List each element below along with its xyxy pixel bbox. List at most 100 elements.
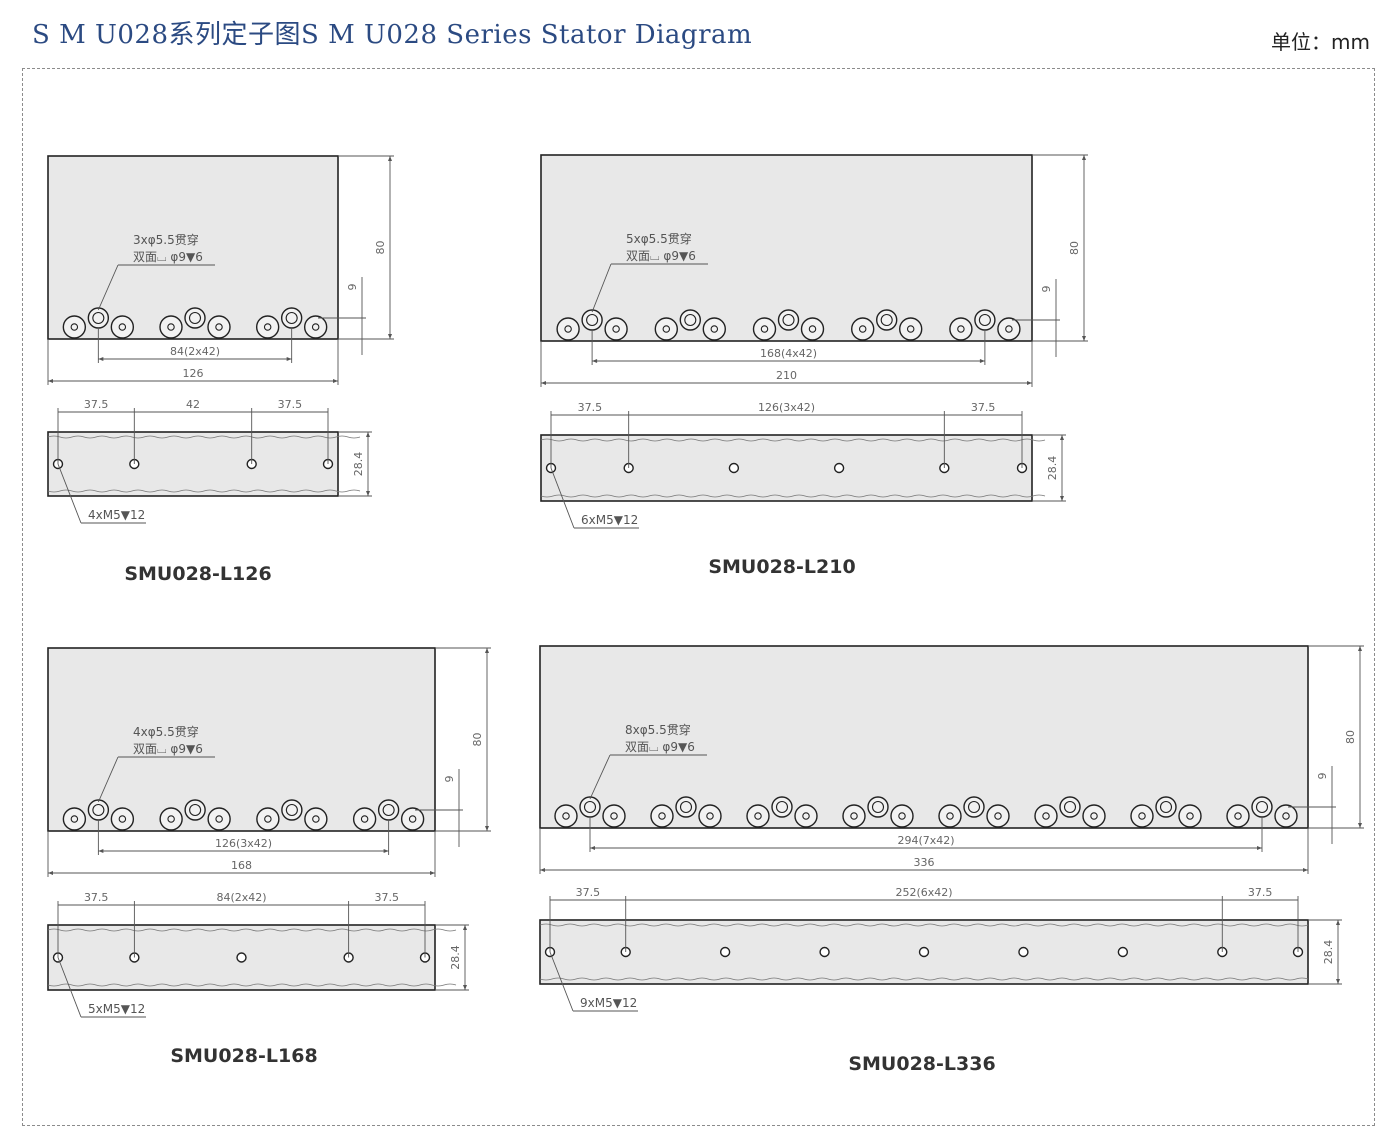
tap-note-text: 5xM5▼12 [88,1002,145,1016]
hole-note-line2: 双面⌴ φ9▼6 [133,250,203,264]
stator-side-view [47,431,339,497]
pitch-dim-text: 126(3x42) [215,837,272,850]
lamination-edge [47,983,457,987]
through-hole [1063,800,1077,814]
tapped-hole [1117,946,1129,958]
counterbore-hole [281,799,303,821]
through-hole [782,313,795,327]
through-hole [1255,800,1269,814]
coil-ring [899,317,923,341]
thickness-dim-text: 28.4 [1322,940,1335,965]
coil-center [850,812,858,820]
coil-ring [256,807,280,831]
counterbore-hole [771,796,793,818]
pitch-dim-text: 84(2x42) [170,345,220,358]
pitch-dim-line-arrow-start [592,359,598,363]
pitch-dim-line-arrow-end [286,357,292,361]
coil-ring [255,315,280,339]
through-hole [1159,800,1173,814]
middle-dim-text: 126(3x42) [758,401,815,414]
length-dim-line-arrow-start [541,381,546,385]
leader-line [97,264,119,311]
coil-ring [1082,804,1106,828]
tapped-hole [719,946,731,958]
height-dim-line-arrow-start [1358,646,1362,651]
counterbore-hole [867,796,889,818]
height-dim-line-arrow-end [485,826,489,831]
coil-center [1090,812,1098,820]
coil-center [118,323,127,331]
through-hole [285,311,298,325]
coil-center [710,325,719,333]
counterbore-hole [377,799,400,821]
leader-line [589,754,611,800]
coil-ring [794,804,818,828]
length-dim-line-arrow-end [430,871,435,875]
coil-center [610,812,618,820]
coil-center [1138,812,1146,820]
page-title: S M U028系列定子图S M U028 Series Stator Diag… [32,20,753,50]
length-dim-text: 210 [776,369,797,382]
counterbore-hole [963,796,985,818]
height-dim-line-arrow-end [388,334,392,339]
middle-dim-text: 252(6x42) [895,886,952,899]
hole-note-line1: 8xφ5.5贯穿 [625,722,691,737]
coil-ring [602,804,626,828]
edge-right-dim-text: 37.5 [1248,886,1273,899]
through-hole [775,800,789,814]
coil-center [311,323,320,331]
coil-ring [851,317,875,341]
counterbore-hole [1059,796,1081,818]
coil-center [946,812,954,820]
lamination-edge [539,977,1309,981]
lamination-edge [47,928,457,932]
height-dim-line-arrow-start [485,648,489,653]
coil-ring [207,315,231,339]
coil-ring [938,804,962,828]
coil-ring [554,804,578,828]
coil-center [263,323,272,331]
hole-note-line1: 3xφ5.5贯穿 [133,232,199,247]
coil-center [898,812,906,820]
thickness-dim-line-arrow-end [366,491,370,496]
coil-center [957,325,965,333]
height-dim-line-arrow-end [1358,823,1362,828]
coil-center [706,812,714,820]
thickness-dim-text: 28.4 [1046,456,1059,481]
coil-center [858,325,867,333]
counterbore-hole [280,307,303,329]
stator-top-view [539,645,1309,829]
lamination-edge [540,494,1046,498]
through-hole [978,313,991,327]
height-dim-text: 80 [471,733,484,747]
tap-note-text: 6xM5▼12 [581,513,638,527]
length-dim-line-arrow-end [1027,381,1032,385]
lamination-edge [540,438,1046,442]
hole-note-line2: 双面⌴ φ9▼6 [626,249,696,263]
length-dim-text: 336 [914,856,935,869]
coil-ring [752,317,777,341]
coil-ring [1178,804,1202,828]
through-hole [382,803,395,817]
coil-ring [304,807,328,831]
coil-center [408,815,417,823]
coil-ring [1130,804,1154,828]
tap-note-text: 9xM5▼12 [580,996,637,1010]
through-hole [583,800,597,814]
length-dim-line-arrow-start [540,868,545,872]
coil-ring [110,807,135,831]
pitch-dim-line-arrow-end [1257,846,1262,850]
thickness-dim-text: 28.4 [449,945,462,970]
coil-ring [556,317,580,341]
coil-center [360,815,369,823]
height-dim-line-arrow-start [388,156,392,161]
coil-center [118,815,127,823]
coil-center [562,812,570,820]
lamination-edge [47,435,361,439]
pitch-dim-line-arrow-end [383,849,389,853]
through-hole [679,800,693,814]
edge-right-dim-text: 37.5 [278,398,303,411]
thickness-dim-line-arrow-start [366,432,370,437]
length-dim-text: 168 [231,859,252,872]
